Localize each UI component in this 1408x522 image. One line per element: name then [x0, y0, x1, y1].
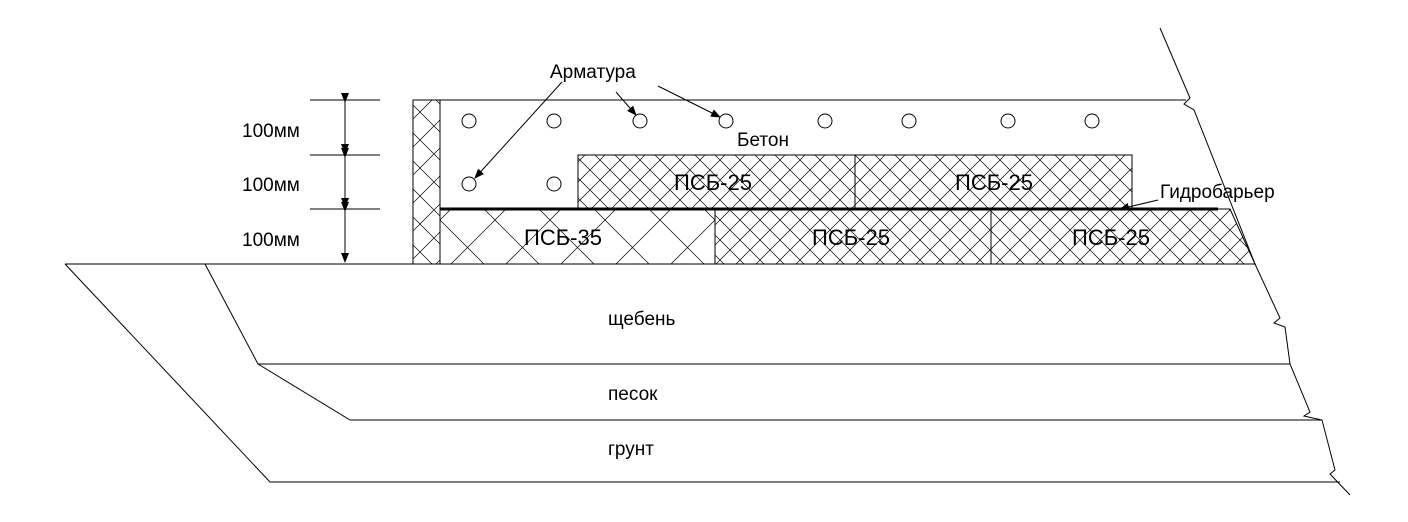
rebar-circle [817, 113, 833, 129]
insulation-mid-left [577, 154, 856, 210]
leader-lines [474, 81, 1159, 211]
insulation-mid-right [854, 154, 1133, 210]
rebar-leader-1 [474, 81, 563, 179]
rebar-leader-3 [657, 85, 721, 118]
rebar-circle [632, 113, 648, 129]
dimension-lines [310, 93, 380, 265]
dim-label-middle: 100мм [242, 175, 300, 196]
insulation-mid-left-label: ПСБ-25 [674, 170, 752, 195]
hydrobarrier-leader [1119, 199, 1159, 211]
side-insulation-strip [412, 99, 441, 265]
dim-label-bottom: 100мм [242, 230, 300, 251]
rebar-label: Арматура [550, 62, 636, 83]
insulation-bottom-right [990, 208, 1256, 265]
insulation-bottom-mid-label: ПСБ-25 [812, 225, 890, 250]
concrete-label: Бетон [737, 130, 789, 151]
ground-layers [64, 263, 1340, 483]
rebar-circle [461, 176, 477, 192]
insulation-bottom-left [439, 208, 716, 265]
rebar-circle [718, 113, 734, 129]
crushed-stone-bottom-line [204, 263, 1290, 365]
insulation-mid-right-label: ПСБ-25 [955, 170, 1033, 195]
rebar-circle [546, 176, 562, 192]
sand-label: песок [608, 384, 658, 405]
rebar-circle [546, 113, 562, 129]
crushed-stone-layer [64, 263, 1340, 483]
concrete-slab [439, 99, 1186, 209]
rebar-circles [461, 113, 1100, 192]
rebar-circle [461, 113, 477, 129]
rebar-circle [1000, 113, 1016, 129]
rebar-leader-2 [615, 91, 637, 116]
rebar-circle [1084, 113, 1100, 129]
dim-label-top: 100мм [242, 121, 300, 142]
sand-bottom-line [257, 363, 1322, 421]
crushed-stone-label: щебень [608, 309, 676, 330]
rebar-circle [901, 113, 917, 129]
insulation-bottom-left-label: ПСБ-35 [524, 225, 602, 250]
insulation-bottom-mid [714, 208, 992, 265]
break-line [1159, 27, 1351, 496]
insulation-bottom-right-label: ПСБ-25 [1072, 225, 1150, 250]
soil-label: грунт [608, 439, 654, 460]
hydrobarrier-label: Гидробарьер [1160, 182, 1275, 203]
